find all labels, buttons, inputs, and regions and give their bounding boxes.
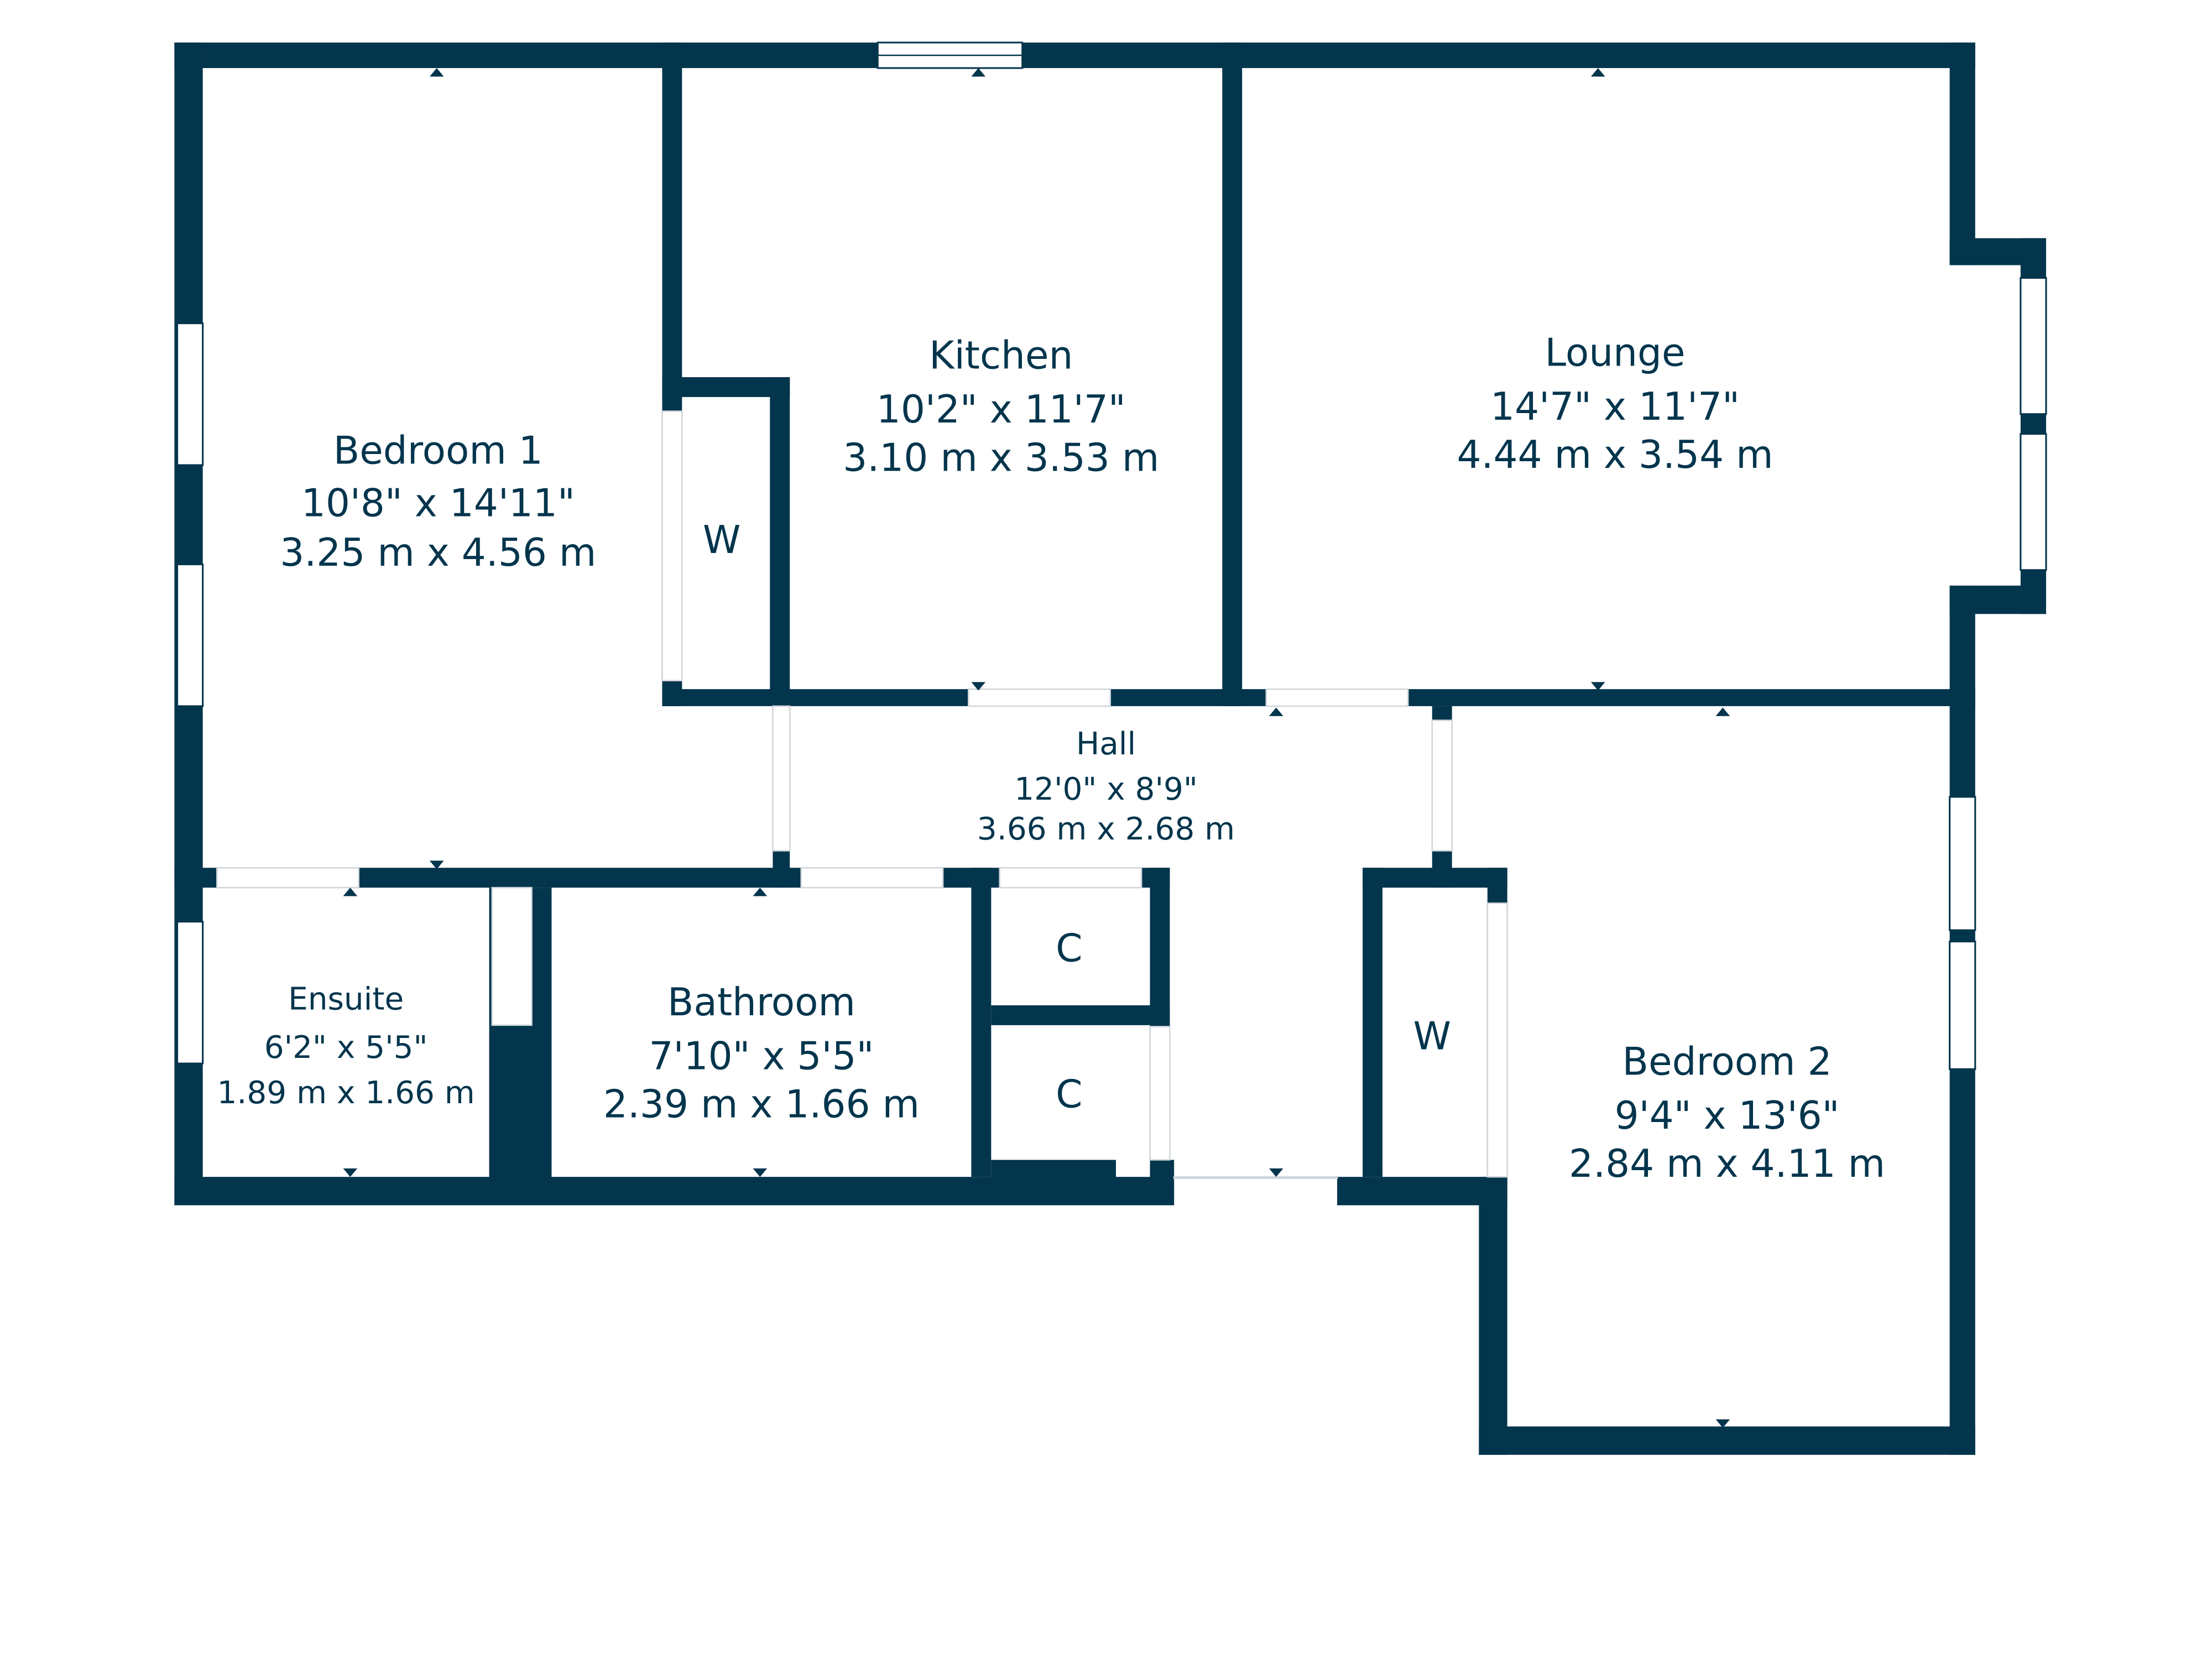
room-lounge: Lounge 14'7" x 11'7" 4.44 m x 3.54 m [1457,331,1773,478]
room-name: Ensuite [288,982,404,1018]
room-ensuite: Ensuite 6'2" x 5'5" 1.89 m x 1.66 m [217,982,475,1111]
dimension-markers [343,68,1730,1428]
room-kitchen: Kitchen 10'2" x 11'7" 3.10 m x 3.53 m [843,334,1159,481]
room-metric: 4.44 m x 3.54 m [1457,433,1773,477]
room-hall: Hall 12'0" x 8'9" 3.66 m x 2.68 m [977,726,1235,847]
room-bedroom-1: Bedroom 1 10'8" x 14'11" 3.25 m x 4.56 m [280,429,596,575]
room-name: Bathroom [667,980,855,1025]
room-imperial: 10'2" x 11'7" [877,388,1126,432]
room-name: Bedroom 1 [333,429,543,473]
windows [176,41,2047,1070]
room-bedroom-2: Bedroom 2 9'4" x 13'6" 2.84 m x 4.11 m [1569,1040,1885,1187]
room-imperial: 10'8" x 14'11" [301,481,575,525]
room-bathroom: Bathroom 7'10" x 5'5" 2.39 m x 1.66 m [603,980,920,1127]
room-metric: 2.84 m x 4.11 m [1569,1142,1885,1186]
room-imperial: 12'0" x 8'9" [1014,771,1198,807]
room-metric: 3.10 m x 3.53 m [843,436,1159,480]
room-metric: 2.39 m x 1.66 m [603,1083,920,1127]
room-imperial: 6'2" x 5'5" [264,1030,428,1066]
room-imperial: 7'10" x 5'5" [649,1034,874,1078]
room-name: Kitchen [929,334,1073,378]
cupboard-label: C [1056,926,1082,971]
room-name: Lounge [1545,331,1686,375]
room-imperial: 9'4" x 13'6" [1615,1094,1840,1138]
wardrobe-label: W [1413,1014,1451,1058]
room-metric: 3.66 m x 2.68 m [977,811,1235,847]
walls [174,42,2046,1455]
room-name: Hall [1076,726,1136,762]
room-metric: 3.25 m x 4.56 m [280,531,596,575]
doors [216,410,1508,1180]
room-name: Bedroom 2 [1623,1040,1832,1084]
wardrobe-label: W [703,518,740,562]
cupboard-label: C [1056,1073,1082,1117]
room-metric: 1.89 m x 1.66 m [217,1075,475,1111]
room-imperial: 14'7" x 11'7" [1490,385,1740,429]
